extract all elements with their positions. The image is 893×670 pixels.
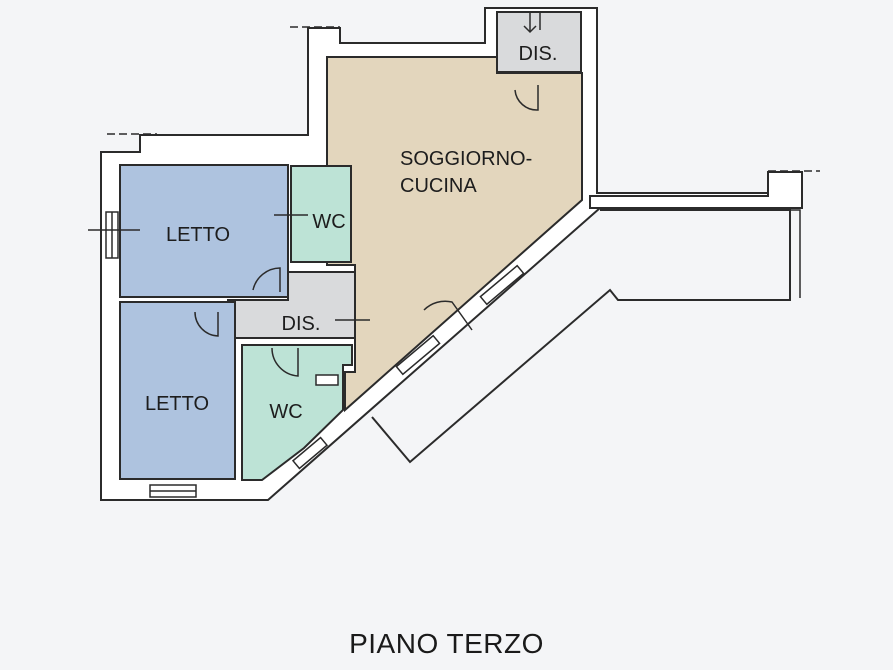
label-letto-lower: LETTO <box>145 393 209 415</box>
label-wc-upper: WC <box>312 211 345 233</box>
label-dis-top: DIS. <box>519 43 558 65</box>
room-dis-top <box>496 11 582 73</box>
label-letto-upper: LETTO <box>166 224 230 246</box>
room-letto-upper <box>119 164 289 298</box>
door-entrance <box>423 300 473 331</box>
door-wc-lower <box>271 347 299 377</box>
floor-label: PIANO TERZO <box>349 628 544 659</box>
room-dis-center <box>227 271 356 339</box>
label-soggiorno-line1: SOGGIORNO- <box>400 148 532 170</box>
label-wc-lower: WC <box>269 401 302 423</box>
label-dis-center: DIS. <box>282 313 321 335</box>
door-dis-top <box>514 85 539 111</box>
window-living-2 <box>479 264 525 306</box>
door-letto-upper <box>252 267 281 292</box>
label-soggiorno-line2: CUCINA <box>400 175 477 197</box>
windows <box>88 26 820 498</box>
room-letto-lower <box>119 301 236 480</box>
door-letto-lower <box>194 311 219 337</box>
doors <box>194 11 541 386</box>
room-soggiorno-cucina <box>326 56 583 413</box>
window-wc-lower <box>291 436 329 470</box>
balcony-railing-inner <box>790 209 801 298</box>
door-stair <box>520 11 541 30</box>
terrace-ledge <box>589 171 803 209</box>
wc-fixture <box>315 374 339 386</box>
window-living-1 <box>395 334 441 376</box>
room-wc-upper <box>290 165 352 263</box>
